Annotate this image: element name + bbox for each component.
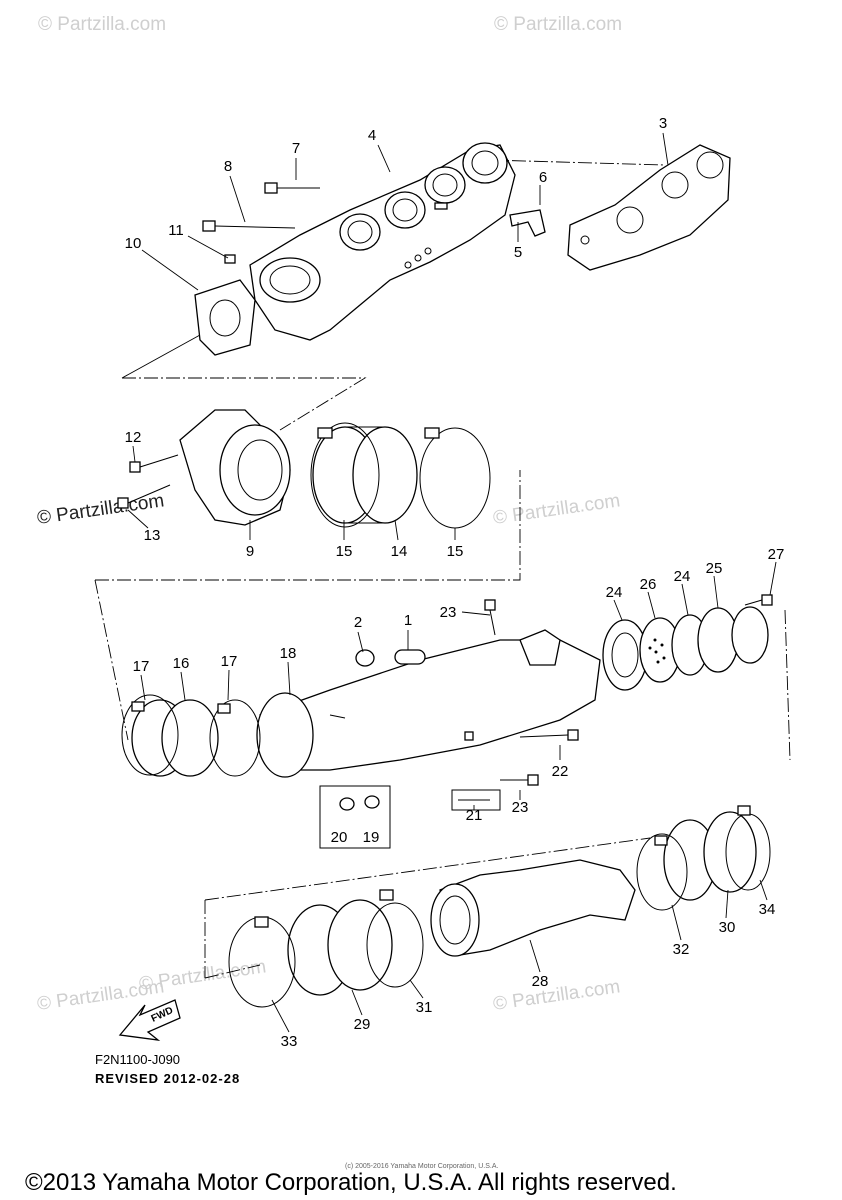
watermark: © Partzilla.com — [494, 14, 622, 35]
callout-7: 7 — [292, 140, 300, 157]
callout-29: 29 — [354, 1016, 371, 1033]
callout-2: 2 — [354, 614, 362, 631]
exhaust-chamber — [117, 409, 291, 526]
small-copyright: (c) 2005-2016 Yamaha Motor Corporation, … — [345, 1163, 498, 1170]
fwd-arrow-icon: FWD — [118, 999, 181, 1041]
callout-15b: 15 — [447, 543, 464, 560]
watermark: © Partzilla.com — [138, 956, 268, 995]
clip-2 — [355, 649, 375, 667]
leader-lines — [127, 132, 777, 1033]
rubber-joint-14 — [312, 426, 418, 524]
exhaust-pipe — [256, 629, 601, 778]
manifold-gasket — [567, 144, 731, 271]
callout-9: 9 — [246, 543, 254, 560]
callout-34: 34 — [759, 901, 776, 918]
callout-23a: 23 — [440, 604, 457, 621]
callout-1: 1 — [404, 612, 412, 629]
callout-22: 22 — [552, 763, 569, 780]
callout-11: 11 — [168, 222, 184, 239]
watermark: © Partzilla.com — [492, 490, 622, 529]
drain-fittings-19-20 — [319, 785, 501, 849]
callout-15a: 15 — [336, 543, 353, 560]
hose-nipple-1 — [394, 649, 426, 665]
callout-17b: 17 — [221, 653, 238, 670]
watermark: © Partzilla.com — [38, 14, 166, 35]
exhaust-tube-28 — [430, 859, 636, 957]
callout-17a: 17 — [133, 658, 150, 675]
callout-18: 18 — [280, 645, 297, 662]
callout-25: 25 — [706, 560, 723, 577]
callout-16: 16 — [173, 655, 190, 672]
callout-10: 10 — [125, 235, 142, 252]
joint-29-clamps-31-33 — [228, 889, 424, 1008]
callout-3: 3 — [659, 115, 667, 132]
callout-5: 5 — [514, 244, 522, 261]
callout-24a: 24 — [606, 584, 623, 601]
gasket-24-25 — [671, 606, 769, 676]
callout-4: 4 — [368, 127, 376, 144]
callout-33: 33 — [281, 1033, 298, 1050]
callout-20: 20 — [331, 829, 348, 846]
exhaust-manifold — [249, 142, 516, 341]
guide-lines — [94, 159, 791, 979]
pipe-bolts — [484, 594, 773, 786]
callout-26: 26 — [640, 576, 657, 593]
callout-23b: 23 — [512, 799, 529, 816]
joint-30-clamps-32-34 — [636, 805, 771, 911]
diagram-code: F2N1100-J090 — [95, 1052, 180, 1067]
callout-32: 32 — [673, 941, 690, 958]
callout-27: 27 — [768, 546, 785, 563]
callout-24b: 24 — [674, 568, 691, 585]
callout-8: 8 — [224, 158, 232, 175]
manifold-bolts — [202, 182, 546, 264]
watermark: © Partzilla.com — [36, 490, 166, 529]
callout-6: 6 — [539, 169, 547, 186]
callout-21: 21 — [466, 807, 483, 824]
revised-date: REVISED 2012-02-28 — [95, 1071, 240, 1086]
callout-12: 12 — [125, 429, 142, 446]
end-gasket — [194, 279, 256, 356]
copyright: ©2013 Yamaha Motor Corporation, U.S.A. A… — [25, 1169, 677, 1196]
callout-13: 13 — [144, 527, 161, 544]
callout-19: 19 — [363, 829, 380, 846]
joint-16-clamps-17 — [121, 694, 261, 777]
callout-28: 28 — [532, 973, 549, 990]
callout-30: 30 — [719, 919, 736, 936]
callouts: 1 2 3 4 5 6 7 8 9 10 11 12 13 14 15 15 1… — [125, 115, 785, 1050]
callout-31: 31 — [416, 999, 433, 1016]
callout-14: 14 — [391, 543, 408, 560]
watermark: © Partzilla.com — [492, 976, 622, 1015]
hose-clamps-15 — [310, 422, 491, 529]
